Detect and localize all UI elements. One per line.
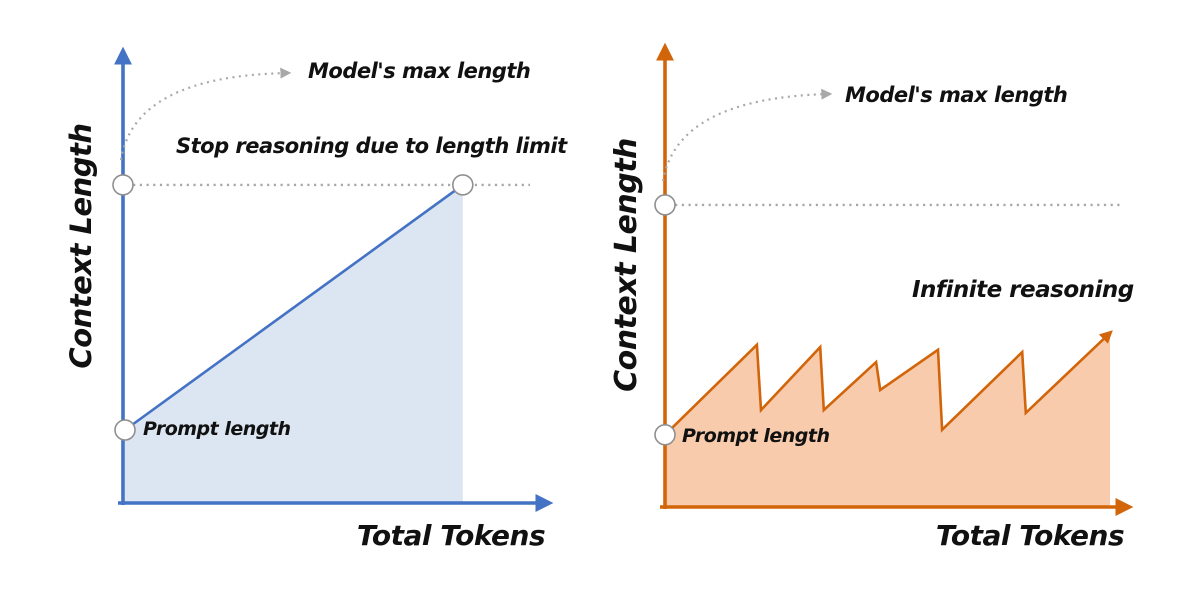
left-max-length-label: Model's max length: [308, 59, 531, 83]
right-x-axis-label: Total Tokens: [935, 519, 1125, 552]
right-max-length-label: Model's max length: [845, 83, 1068, 107]
left-area-fill: [125, 184, 463, 503]
right-area-fill: [665, 332, 1110, 507]
left-marker-circle-2: [114, 419, 136, 441]
right-max-length-pointer-arrow: [661, 88, 833, 182]
right-y-axis-label: Context Length: [609, 138, 644, 392]
left-x-axis-label: Total Tokens: [356, 519, 546, 552]
right-prompt-length-label: Prompt length: [682, 425, 830, 447]
right-marker-circle-1: [654, 423, 676, 446]
left-marker-circle-1: [451, 174, 474, 196]
right-infinite-reasoning-annotation: Infinite reasoning: [912, 277, 1134, 303]
right-series-line: [664, 330, 1113, 436]
left-stop-reasoning-annotation: Stop reasoning due to length limit: [176, 134, 567, 158]
left-marker-circle-0: [112, 174, 134, 196]
left-series-line: [124, 183, 464, 432]
left-max-length-pointer-arrow: [119, 67, 292, 161]
left-y-axis-label: Context Length: [64, 123, 98, 369]
right-marker-circle-0: [654, 194, 676, 216]
left-prompt-length-label: Prompt length: [143, 418, 291, 440]
